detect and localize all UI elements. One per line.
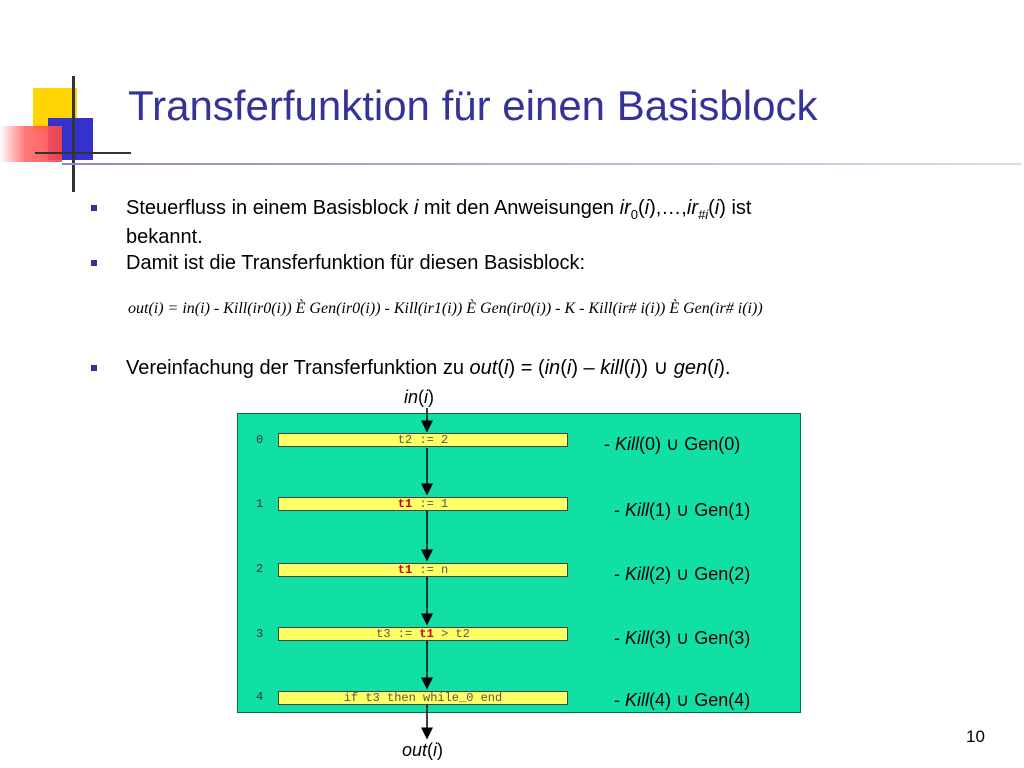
bullet-marker [91, 205, 97, 211]
statement-box: t2 := 2 [278, 433, 568, 447]
bullet-marker [91, 365, 97, 371]
statement-box: if t3 then while_0 end [278, 691, 568, 705]
statement-box: t1 := n [278, 563, 568, 577]
bullet-marker [91, 260, 97, 266]
bullet-1: Steuerfluss in einem Basisblock i mit de… [91, 197, 966, 248]
kill-gen-label: - Kill(4) ∪ Gen(4) [614, 690, 751, 710]
transfer-formula: out(i) = in(i) - Kill(ir0(i)) È Gen(ir0(… [128, 300, 763, 317]
kill-gen-label: - Kill(3) ∪ Gen(3) [614, 628, 751, 648]
statement-index: 2 [256, 562, 264, 576]
kill-gen-label: - Kill(2) ∪ Gen(2) [614, 564, 751, 584]
statement-box: t3 := t1 > t2 [278, 627, 568, 641]
statement-index: 0 [256, 433, 264, 447]
statement-box: t1 := 1 [278, 497, 568, 511]
page-number: 10 [966, 727, 985, 746]
in-label: in(i) [404, 387, 435, 407]
slide-title: Transferfunktion für einen Basisblock [128, 82, 818, 129]
statement-index: 3 [256, 627, 264, 641]
out-label: out(i) [402, 740, 444, 760]
slide-logo [0, 70, 131, 200]
title-rule [62, 163, 1022, 165]
statement-index: 4 [256, 690, 264, 704]
kill-gen-label: - Kill(0) ∪ Gen(0) [604, 434, 741, 454]
statement-index: 1 [256, 497, 264, 511]
bullet-3: Vereinfachung der Transferfunktion zu ou… [91, 357, 730, 379]
bullet-2: Damit ist die Transferfunktion für diese… [91, 252, 585, 274]
kill-gen-label: - Kill(1) ∪ Gen(1) [614, 500, 751, 520]
